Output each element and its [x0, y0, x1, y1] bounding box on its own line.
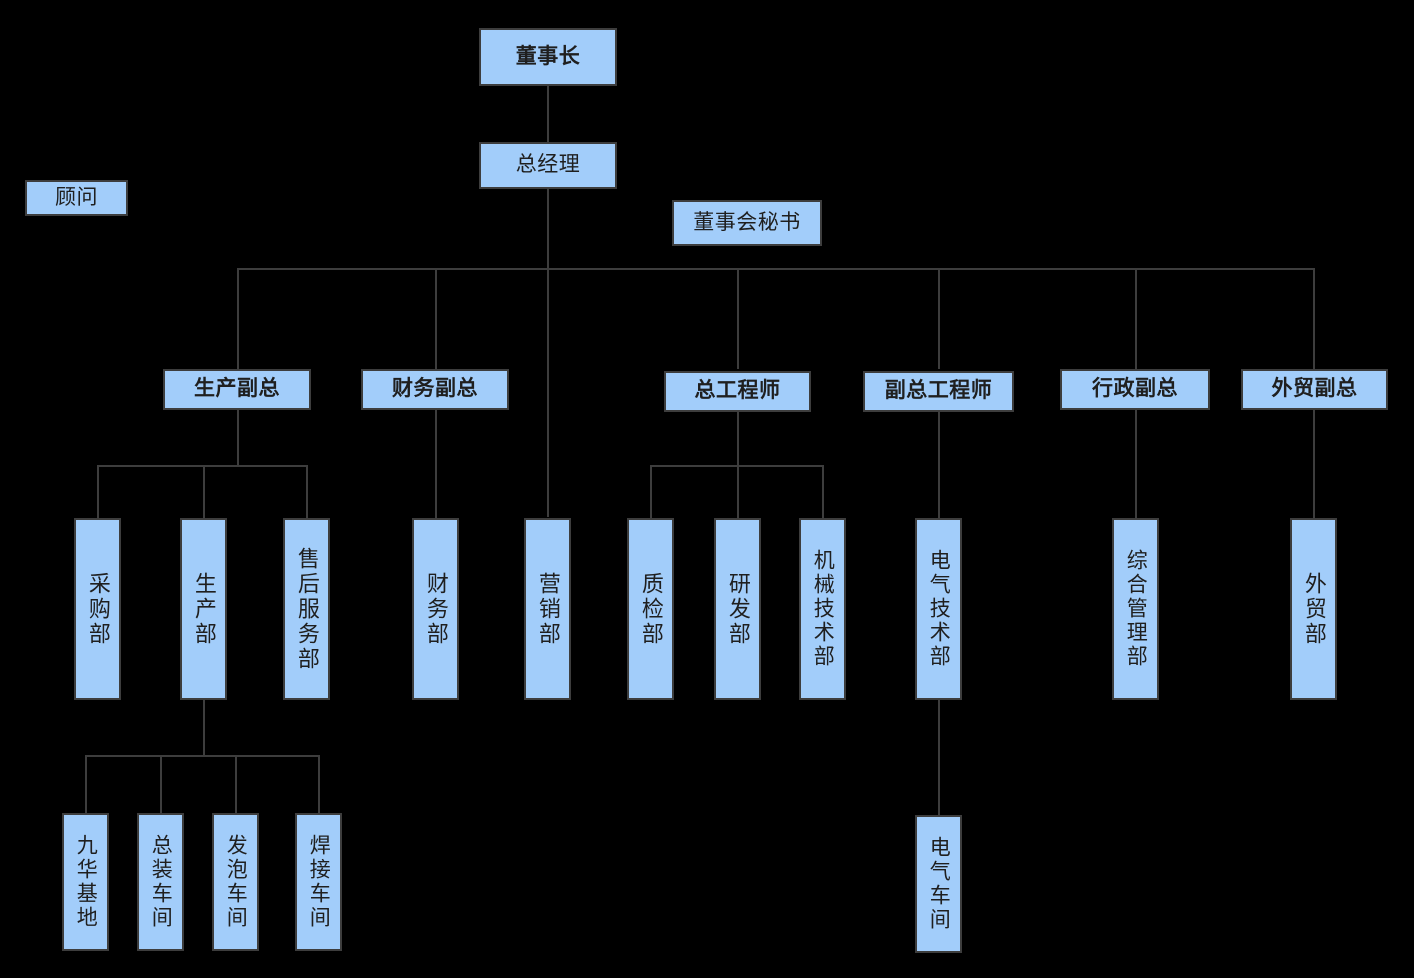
edge-to-dept-rnd	[737, 465, 739, 518]
edge-bus-to-vp-foreign-trade	[1313, 268, 1315, 369]
node-board-secretary-label: 董事会秘书	[693, 210, 801, 234]
edge-to-ws-welding	[318, 755, 320, 813]
edge-to-ws-foaming	[235, 755, 237, 813]
node-ws-electrical-label: 电气车间	[927, 836, 951, 932]
node-chairman[interactable]: 董事长	[479, 28, 617, 86]
node-dept-foreign-trade[interactable]: 外贸部	[1290, 518, 1337, 700]
node-ws-final-assembly-label: 总装车间	[149, 834, 173, 930]
node-ws-electrical[interactable]: 电气车间	[915, 815, 962, 953]
node-general-manager[interactable]: 总经理	[479, 142, 617, 189]
edge-to-dept-purchasing	[97, 465, 99, 518]
node-dept-general-admin-label: 综合管理部	[1124, 549, 1148, 669]
node-vp-administration-label: 行政副总	[1092, 377, 1178, 401]
node-advisor-label: 顾问	[55, 185, 98, 209]
node-dept-finance[interactable]: 财务部	[412, 518, 459, 700]
node-dept-marketing[interactable]: 营销部	[524, 518, 571, 700]
edge-to-ws-final-assembly	[160, 755, 162, 813]
edge-bus-to-vp-production	[237, 268, 239, 369]
node-vp-finance-label: 财务副总	[392, 377, 478, 401]
edge-bus-to-vp-finance	[435, 268, 437, 369]
edge-to-dept-electrical-tech	[938, 412, 940, 518]
node-ws-foaming[interactable]: 发泡车间	[212, 813, 259, 951]
node-dept-production[interactable]: 生产部	[180, 518, 227, 700]
edge-to-ws-electrical	[938, 700, 940, 815]
node-general-manager-label: 总经理	[515, 153, 581, 177]
edge-to-ws-jiuhua-base	[85, 755, 87, 813]
edge-to-dept-foreign-trade	[1313, 410, 1315, 518]
node-ws-welding-label: 焊接车间	[307, 834, 331, 930]
edge-executive-bus	[237, 268, 1314, 270]
node-dept-quality[interactable]: 质检部	[627, 518, 674, 700]
node-chairman-label: 董事长	[515, 44, 581, 68]
edge-bus-to-chief-engineer	[737, 268, 739, 369]
node-vp-foreign-trade[interactable]: 外贸副总	[1241, 369, 1388, 410]
node-dept-general-admin[interactable]: 综合管理部	[1112, 518, 1159, 700]
node-dept-foreign-trade-label: 外贸部	[1301, 571, 1327, 647]
node-dept-electrical-tech[interactable]: 电气技术部	[915, 518, 962, 700]
node-ws-final-assembly[interactable]: 总装车间	[137, 813, 184, 951]
edge-chief-engineer-bus	[650, 465, 822, 467]
node-ws-jiuhua-base-label: 九华基地	[74, 834, 98, 930]
node-ws-foaming-label: 发泡车间	[224, 834, 248, 930]
node-chief-engineer-label: 总工程师	[694, 379, 781, 403]
node-vp-administration[interactable]: 行政副总	[1060, 369, 1210, 410]
node-vp-foreign-trade-label: 外贸副总	[1271, 377, 1358, 401]
edge-chief-engineer-stem	[737, 412, 739, 466]
node-vp-production[interactable]: 生产副总	[163, 369, 311, 410]
edge-bus-to-vp-administration	[1135, 268, 1137, 369]
node-ws-welding[interactable]: 焊接车间	[295, 813, 342, 951]
node-board-secretary[interactable]: 董事会秘书	[672, 200, 822, 246]
edge-to-dept-mechanical-tech	[822, 465, 824, 518]
edge-to-dept-quality	[650, 465, 652, 518]
node-ws-jiuhua-base[interactable]: 九华基地	[62, 813, 109, 951]
node-dept-rnd[interactable]: 研发部	[714, 518, 761, 700]
node-dept-production-label: 生产部	[191, 571, 217, 647]
node-dept-quality-label: 质检部	[638, 571, 664, 647]
edge-general-manager-trunk	[547, 189, 549, 517]
node-vp-finance[interactable]: 财务副总	[361, 369, 509, 410]
node-dept-finance-label: 财务部	[423, 571, 449, 647]
edge-dept-production-bus	[85, 755, 320, 757]
node-dept-mechanical-tech[interactable]: 机械技术部	[799, 518, 846, 700]
node-advisor[interactable]: 顾问	[25, 180, 128, 216]
edge-dept-production-stem	[203, 700, 205, 756]
edge-to-dept-after-sales	[306, 465, 308, 518]
node-dept-after-sales-label: 售后服务部	[294, 546, 320, 672]
edge-to-dept-production	[203, 465, 205, 518]
node-deputy-chief-engineer[interactable]: 副总工程师	[863, 371, 1014, 412]
node-dept-after-sales[interactable]: 售后服务部	[283, 518, 330, 700]
node-dept-purchasing[interactable]: 采购部	[74, 518, 121, 700]
node-dept-mechanical-tech-label: 机械技术部	[811, 549, 835, 669]
edge-to-dept-finance	[435, 410, 437, 518]
node-dept-marketing-label: 营销部	[535, 571, 561, 647]
edge-vp-production-bus	[97, 465, 308, 467]
node-chief-engineer[interactable]: 总工程师	[664, 371, 811, 412]
node-vp-production-label: 生产副总	[194, 377, 280, 401]
edge-vp-production-stem	[237, 410, 239, 466]
node-dept-purchasing-label: 采购部	[85, 571, 111, 647]
edge-chairman-to-general-manager	[547, 86, 549, 142]
edge-bus-to-deputy-chief-engineer	[938, 268, 940, 369]
edge-to-dept-general-admin	[1135, 410, 1137, 518]
node-dept-rnd-label: 研发部	[725, 571, 751, 647]
node-deputy-chief-engineer-label: 副总工程师	[884, 379, 993, 403]
node-dept-electrical-tech-label: 电气技术部	[927, 549, 951, 669]
